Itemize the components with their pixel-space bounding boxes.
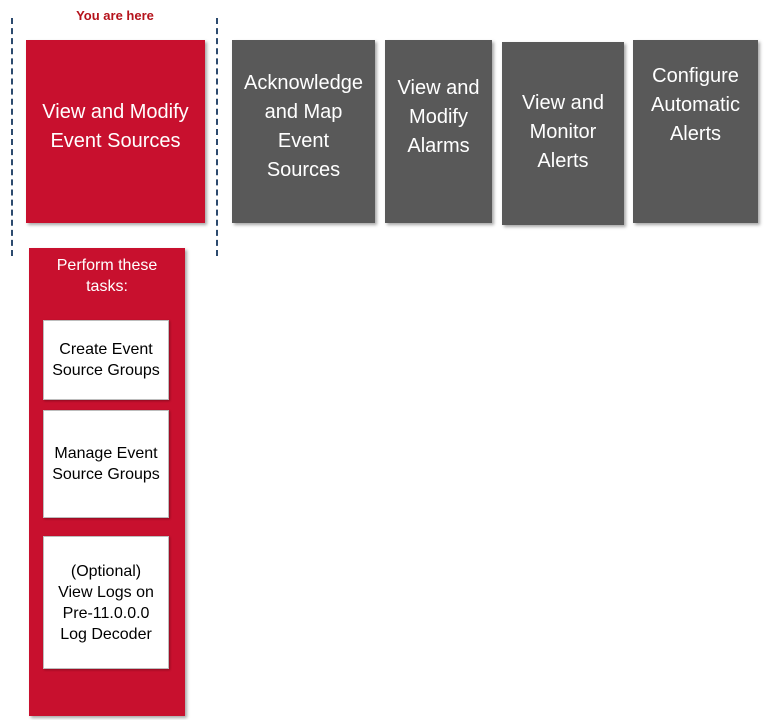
task-manage-event-source-groups: Manage Event Source Groups (43, 410, 169, 518)
step-view-modify-alarms: View and Modify Alarms (385, 40, 492, 223)
step-configure-automatic-alerts: Configure Automatic Alerts (633, 40, 758, 223)
tasks-title: Perform these tasks: (56, 257, 158, 295)
step-view-modify-event-sources: View and Modify Event Sources (26, 40, 205, 223)
task-view-logs-pre-11: (Optional) View Logs on Pre-11.0.0.0 Log… (43, 536, 169, 669)
step-view-monitor-alerts: View and Monitor Alerts (502, 42, 624, 225)
step-acknowledge-map-event-sources: Acknowledge and Map Event Sources (232, 40, 375, 223)
current-step-right-marker (216, 18, 218, 256)
you-are-here-label: You are here (76, 8, 154, 23)
current-step-left-marker (11, 18, 13, 256)
task-create-event-source-groups: Create Event Source Groups (43, 320, 169, 400)
